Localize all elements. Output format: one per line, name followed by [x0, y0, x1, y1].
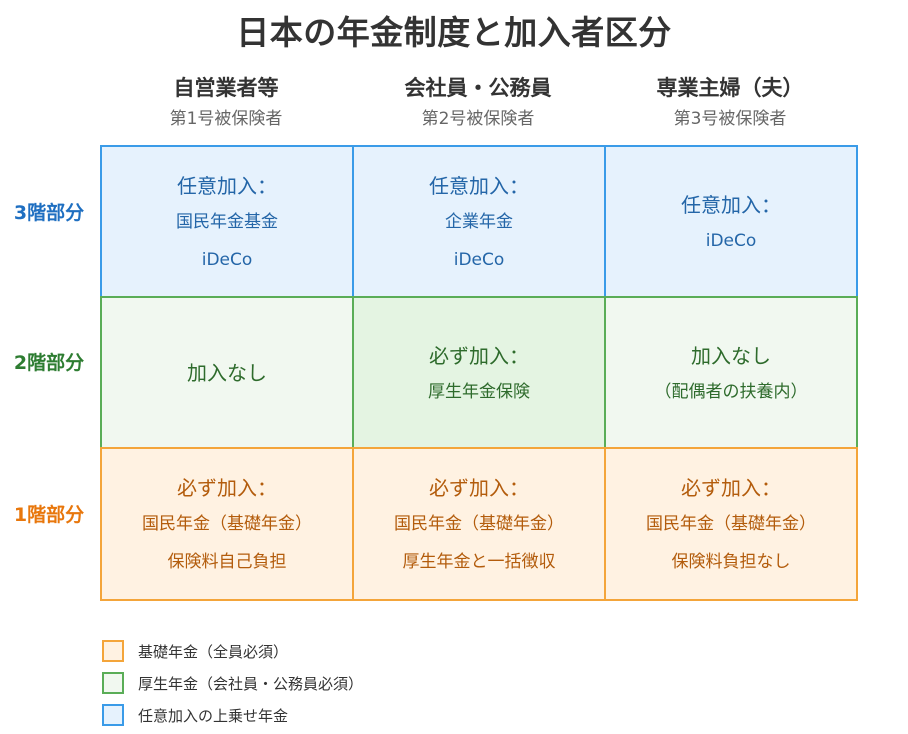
cell-heading: 加入なし [691, 343, 771, 368]
cell-tier3-self-employed: 任意加入： 国民年金基金 iDeCo [100, 145, 354, 298]
cell-detail: iDeCo [453, 249, 505, 270]
cell-tier2-dependent-spouse: 加入なし （配偶者の扶養内） [604, 296, 858, 449]
cell-detail: 国民年金（基礎年金） [646, 514, 816, 534]
cell-detail: 保険料負担なし [671, 552, 791, 572]
cell-detail: 厚生年金と一括徴収 [402, 552, 556, 572]
diagram-title: 日本の年金制度と加入者区分 [236, 13, 672, 52]
column-name: 専業主婦（夫） [656, 76, 804, 100]
legend-label: 任意加入の上乗せ年金 [138, 706, 289, 725]
legend-label: 厚生年金（会社員・公務員必須） [138, 674, 364, 693]
cell-tier3-dependent-spouse: 任意加入： iDeCo [604, 145, 858, 298]
cell-detail: 国民年金基金 [176, 211, 278, 232]
cell-detail: 厚生年金保険 [428, 381, 530, 402]
cell-heading: 必ず加入： [681, 476, 781, 500]
legend-label: 基礎年金（全員必須） [138, 642, 289, 661]
cell-detail: 保険料自己負担 [167, 552, 287, 572]
legend-swatch-blue [102, 704, 124, 726]
cell-detail: （配偶者の扶養内） [654, 381, 808, 402]
cell-heading: 必ず加入： [429, 343, 529, 368]
column-subtitle: 第1号被保険者 [169, 109, 283, 129]
cell-tier2-employee: 必ず加入： 厚生年金保険 [352, 296, 606, 449]
legend-swatch-orange [102, 640, 124, 662]
cell-detail: iDeCo [705, 230, 757, 251]
cell-tier1-self-employed: 必ず加入： 国民年金（基礎年金） 保険料自己負担 [100, 447, 354, 601]
cell-heading: 必ず加入： [429, 476, 529, 500]
legend-item-basic-pension: 基礎年金（全員必須） [102, 638, 288, 664]
column-subtitle: 第2号被保険者 [421, 109, 535, 129]
cell-detail: iDeCo [201, 249, 253, 270]
cell-tier1-dependent-spouse: 必ず加入： 国民年金（基礎年金） 保険料負担なし [604, 447, 858, 601]
column-name: 会社員・公務員 [404, 76, 552, 100]
cell-heading: 任意加入： [429, 173, 529, 198]
column-subtitle: 第3号被保険者 [673, 109, 787, 129]
legend-swatch-green [102, 672, 124, 694]
cell-heading: 加入なし [187, 360, 267, 385]
cell-detail: 国民年金（基礎年金） [142, 514, 312, 534]
column-name: 自営業者等 [173, 76, 279, 100]
column-header-dependent-spouse: 専業主婦（夫） 第3号被保険者 [604, 74, 856, 130]
legend-item-optional-pension: 任意加入の上乗せ年金 [102, 702, 288, 728]
cell-tier3-employee: 任意加入： 企業年金 iDeCo [352, 145, 606, 298]
cell-detail: 企業年金 [445, 211, 513, 232]
cell-tier2-self-employed: 加入なし [100, 296, 354, 449]
row-label-tier-1: 1階部分 [13, 504, 85, 526]
row-label-tier-3: 3階部分 [13, 202, 85, 224]
column-header-employee: 会社員・公務員 第2号被保険者 [352, 74, 604, 130]
column-header-self-employed: 自営業者等 第1号被保険者 [100, 74, 352, 130]
cell-heading: 任意加入： [681, 192, 781, 217]
legend-item-employee-pension: 厚生年金（会社員・公務員必須） [102, 670, 363, 696]
cell-tier1-employee: 必ず加入： 国民年金（基礎年金） 厚生年金と一括徴収 [352, 447, 606, 601]
row-label-tier-2: 2階部分 [13, 352, 85, 374]
cell-heading: 必ず加入： [177, 476, 277, 500]
cell-heading: 任意加入： [177, 173, 277, 198]
cell-detail: 国民年金（基礎年金） [394, 514, 564, 534]
